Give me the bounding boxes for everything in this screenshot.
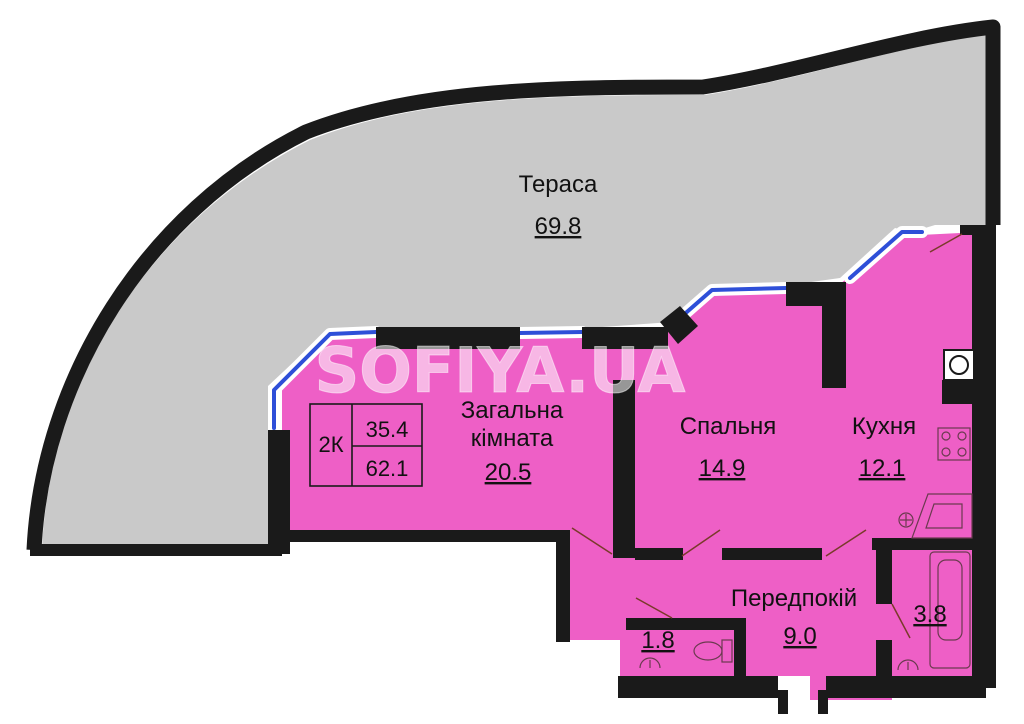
floor-drain-icon (898, 512, 914, 528)
walls (268, 225, 996, 714)
kitchen-name: Кухня (852, 413, 916, 440)
sink-icon (911, 493, 973, 539)
bathroom-area: 3.8 (913, 601, 946, 628)
terrace-floor (42, 35, 987, 548)
hallway-name: Передпокій (731, 585, 857, 612)
door-bedroom (681, 529, 721, 557)
terrace-parapet (26, 19, 1001, 551)
window-living-left-glass (272, 330, 378, 430)
watermark: SOFIYA.UA (315, 334, 686, 407)
terrace-name: Тераса (519, 171, 598, 198)
doors (571, 233, 963, 639)
hallway-area: 9.0 (783, 623, 816, 650)
summary-rooms-count: 2К (318, 432, 343, 457)
door-kitchen-corner (929, 233, 963, 253)
fixtures (639, 349, 975, 671)
wall-top-right (960, 225, 996, 235)
wall-facade-corner (660, 306, 698, 344)
wall-bedroom-kitchen (822, 282, 846, 388)
terrace-area: 69.8 (535, 213, 582, 240)
bath-sink-icon (897, 659, 919, 671)
wall-bath-left (876, 538, 892, 604)
stove-icon (937, 427, 971, 461)
wall-right-inner (942, 380, 974, 404)
wall-living-bottom (290, 530, 568, 542)
wall-right-outer (972, 228, 996, 688)
door-bathroom (891, 603, 911, 639)
door-kitchen (825, 529, 867, 557)
kitchen-area: 12.1 (859, 455, 906, 482)
wc-sink-icon (639, 657, 661, 669)
wall-facade-2 (582, 327, 668, 349)
summary-living-area: 35.4 (366, 417, 409, 442)
wall-kitchen-bottom (872, 538, 982, 550)
wall-bottom-left (618, 676, 778, 698)
living-name-line1: Загальна (461, 397, 564, 424)
toilet-area: 1.8 (641, 627, 674, 654)
bedroom-name: Спальня (680, 413, 776, 440)
living-name-line2: кімната (471, 425, 554, 452)
wall-living-bedroom (613, 380, 635, 558)
wall-bottom-right (826, 676, 986, 698)
door-living (571, 527, 613, 555)
wall-bottom-stub-left (778, 690, 788, 714)
door-toilet (635, 597, 673, 619)
wall-bedroom-bottom-b (722, 548, 822, 560)
wall-left-of-wc (556, 530, 570, 642)
wall-wc-right (734, 618, 746, 682)
window-bedroom-glass (678, 286, 788, 320)
labels: Тераса 69.8 Загальна кімната 20.5 Спальн… (318, 171, 946, 654)
summary-box-frame (309, 403, 423, 487)
bathtub-icon (929, 551, 971, 669)
wall-facade-1 (376, 327, 520, 349)
wall-bath-left-low (876, 640, 892, 680)
window-living-center-glass (518, 330, 584, 335)
toilet-icon (693, 639, 733, 663)
living-area: 20.5 (485, 459, 532, 486)
terrace (26, 19, 1001, 556)
window-kitchen-glass (848, 230, 924, 280)
wall-living-stub-left (268, 430, 290, 554)
summary-total-area: 62.1 (366, 456, 409, 481)
ventilation-shaft-icon (943, 349, 975, 381)
wall-bottom-stub-right (818, 690, 828, 714)
wall-bedroom-bottom-a (635, 548, 683, 560)
summary-box (309, 403, 423, 487)
bedroom-area: 14.9 (699, 455, 746, 482)
windows (268, 226, 928, 434)
wall-wc-top (626, 618, 744, 630)
